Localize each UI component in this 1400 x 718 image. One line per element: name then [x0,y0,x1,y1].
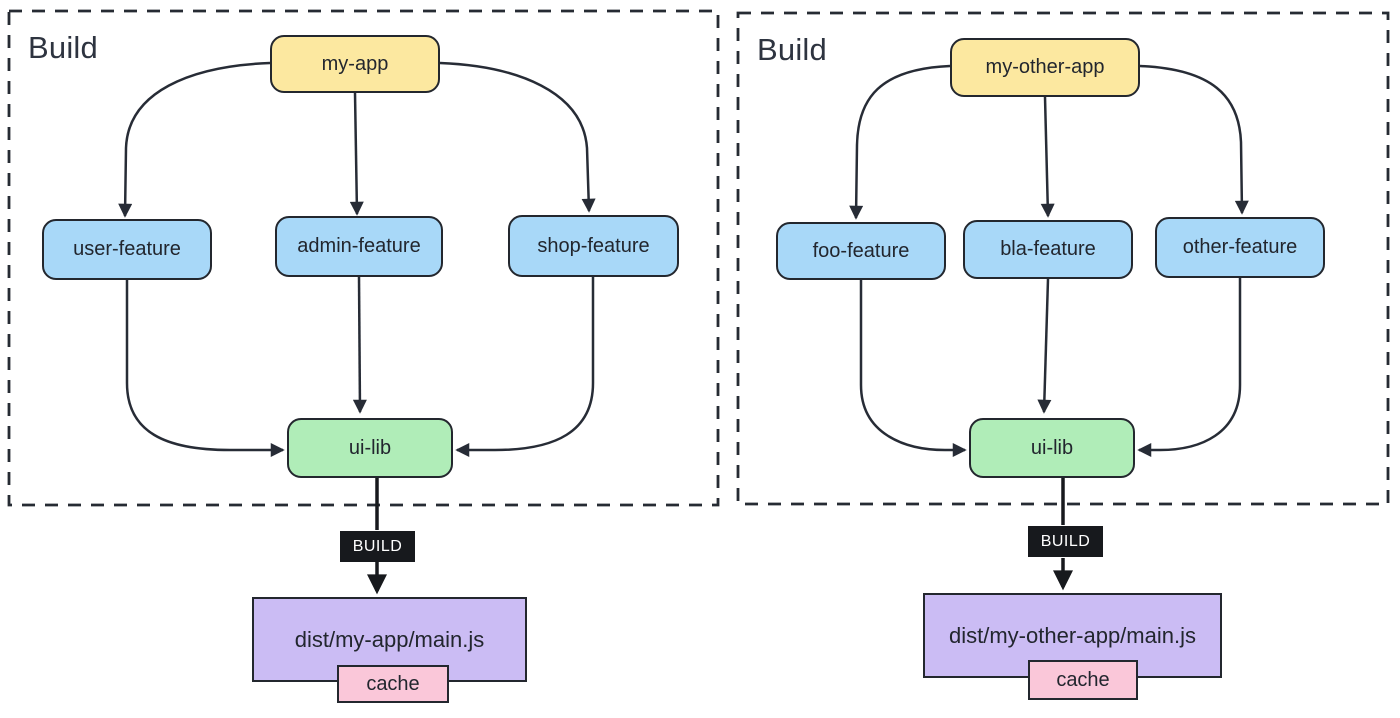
edge-my-app-user-feature [118,61,271,218]
node-my-app: my-app [270,35,440,93]
node-foo-feature: foo-feature [776,222,946,280]
node-cache-right: cache [1028,660,1138,700]
edge-my-app-admin-feature [349,92,364,216]
edge-foo-feature-ui-lib [859,280,967,457]
build-tag-right: BUILD [1028,526,1103,557]
node-ui-lib-left: ui-lib [287,418,453,478]
edge-my-other-app-bla-feature [1040,96,1055,218]
node-other-feature: other-feature [1155,217,1325,278]
node-ui-lib-right: ui-lib [969,418,1135,478]
edge-my-other-app-other-feature [1139,64,1249,215]
node-user-feature: user-feature [42,219,212,280]
edge-my-app-shop-feature [439,61,596,213]
node-bla-feature: bla-feature [963,220,1133,279]
edge-my-other-app-foo-feature [849,64,951,220]
right-panel-title: Build [757,32,827,67]
node-cache-left: cache [337,665,449,703]
right-build-panel-frame [736,11,1390,506]
left-build-panel-frame [7,9,720,507]
build-tag-left: BUILD [340,531,415,562]
node-admin-feature: admin-feature [275,216,443,277]
left-panel-title: Build [28,30,98,65]
node-output-my-app: dist/my-app/main.js [252,597,527,682]
edge-user-feature-ui-lib [125,280,285,457]
edge-admin-feature-ui-lib [352,276,367,414]
node-shop-feature: shop-feature [508,215,679,277]
edge-shop-feature-ui-lib [455,277,595,457]
edge-other-feature-ui-lib [1137,278,1242,457]
node-my-other-app: my-other-app [950,38,1140,97]
edge-bla-feature-ui-lib [1037,278,1052,414]
